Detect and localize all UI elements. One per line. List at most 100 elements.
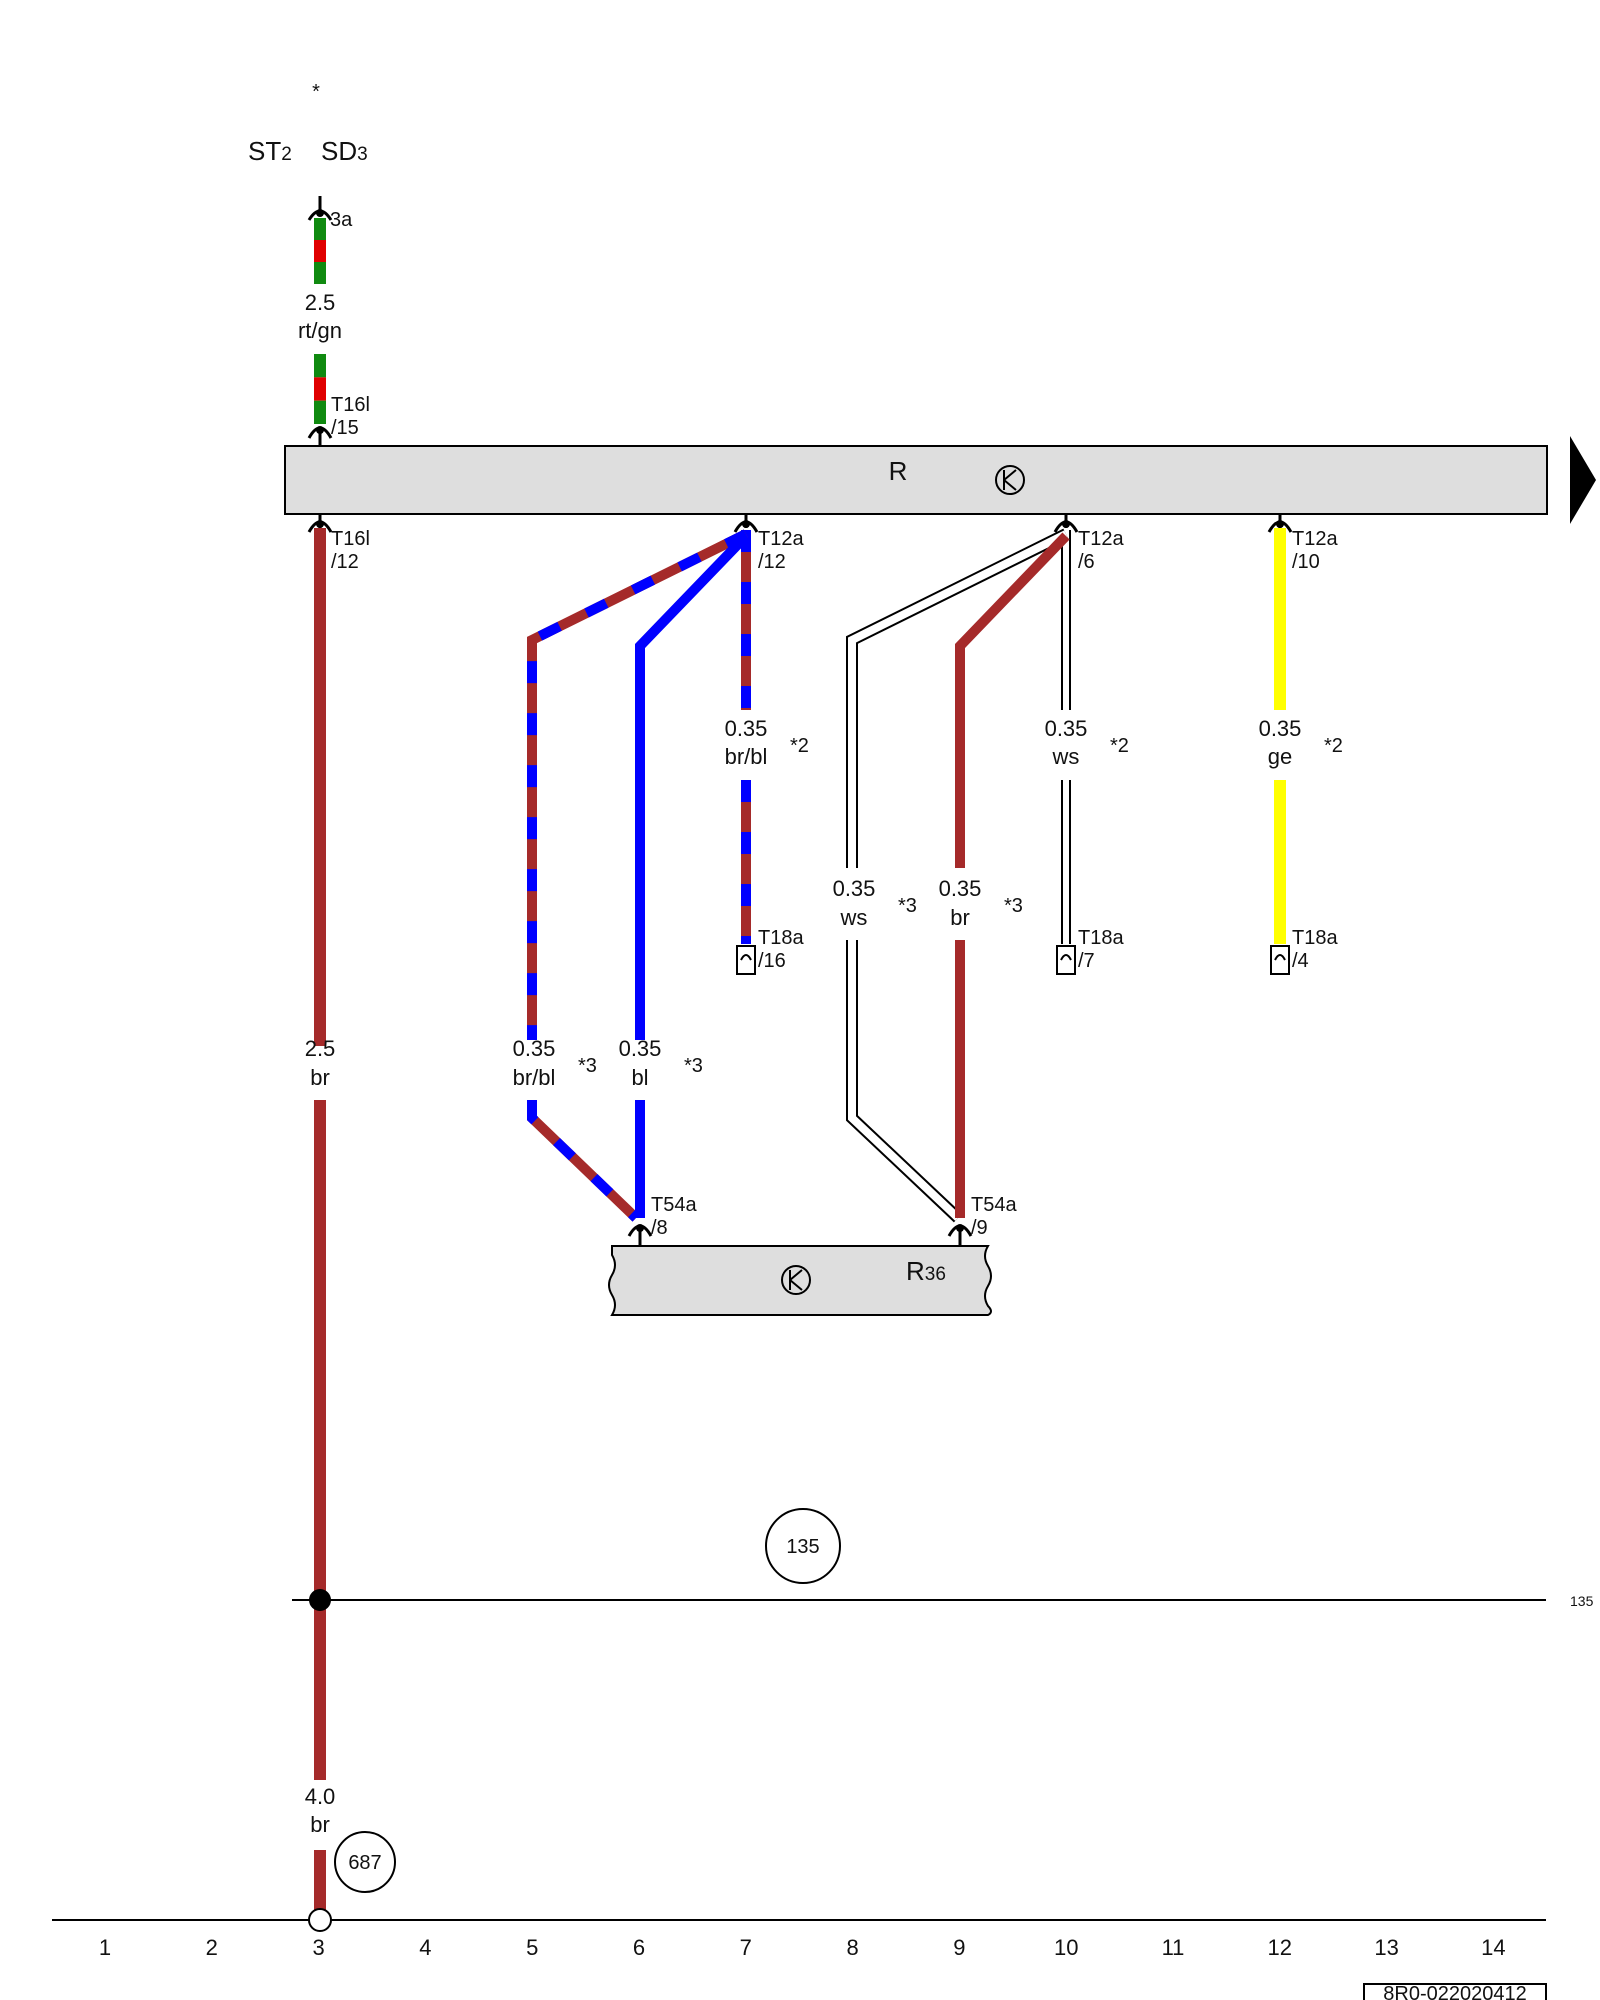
ground-bus-ref: 135 (1570, 1593, 1594, 1609)
label-st: ST2 (248, 136, 292, 166)
terminal-t18a-16-pin: /16 (758, 950, 786, 972)
grid-number: 2 (206, 1935, 218, 1960)
ground-point (308, 1908, 332, 1932)
wire-brbl-8-size: 0.35 (513, 1036, 556, 1061)
wire-bl-8-note: *3 (684, 1055, 703, 1077)
wire-brbl-12-size: 0.35 (725, 716, 768, 741)
wire-ws-9 (846, 528, 1069, 1223)
wire-brbl-8-color-code: br/bl (513, 1065, 556, 1090)
grid-number: 6 (633, 1935, 645, 1960)
connector-t16l-15-name: T16l (331, 394, 370, 416)
wire-ws-9-note: *3 (898, 895, 917, 917)
wire-br-9-size: 0.35 (939, 876, 982, 901)
grid-number: 10 (1054, 1935, 1078, 1960)
component-r-box (284, 445, 1548, 515)
connector-t54a-8-name: T54a (651, 1194, 697, 1216)
header-asterisk: * (312, 81, 320, 103)
connector-3a-label: 3a (330, 209, 353, 231)
main-wire-size: 2.5 (305, 1036, 336, 1061)
connector-t12a-10-name: T12a (1292, 528, 1338, 550)
transistor-icon (995, 465, 1025, 495)
ground-circle-687 (334, 1831, 396, 1893)
connector-t12a-6-pin: /6 (1078, 551, 1095, 573)
wire-ge-10-note: *2 (1324, 735, 1343, 757)
main-wire-color-code: br (310, 1065, 330, 1090)
connector-t54a-9-symbol (947, 1224, 973, 1246)
footer-code: 8R0-022020412 (1383, 1983, 1526, 2000)
terminal-t18a-16-name: T18a (758, 927, 804, 949)
wire-ge-10-color-code: ge (1268, 744, 1292, 769)
bottom-wire-size: 4.0 (305, 1784, 336, 1809)
grid-number: 4 (419, 1935, 431, 1960)
wire-br-9 (955, 532, 1070, 1218)
connector-3a-symbol (307, 196, 333, 221)
bottom-wire-br (314, 1850, 326, 1914)
grid-number: 1 (99, 1935, 111, 1960)
wire-br-9-note: *3 (1004, 895, 1023, 917)
connector-t54a-9-pin: /9 (971, 1217, 988, 1239)
bottom-wire-color-code: br (310, 1812, 330, 1837)
connector-t16l-15-pin: /15 (331, 417, 359, 439)
grid-number: 12 (1268, 1935, 1292, 1960)
connector-t54a-8-symbol (627, 1224, 653, 1246)
terminal-t18a-4-name: T18a (1292, 927, 1338, 949)
wire-ge-10-size: 0.35 (1259, 716, 1302, 741)
component-r-label: R (889, 456, 908, 486)
label-sd: SD3 (321, 136, 368, 166)
wire-brbl-12-note: *2 (790, 735, 809, 757)
connector-t16l-12-pin: /12 (331, 551, 359, 573)
wire-ws-9-size: 0.35 (833, 876, 876, 901)
connector-t54a-9-name: T54a (971, 1194, 1017, 1216)
continuation-arrow-icon (1570, 436, 1596, 524)
junction-dot (309, 1589, 331, 1611)
terminal-t18a-4-pin: /4 (1292, 950, 1309, 972)
wire-brbl-8-note: *3 (578, 1055, 597, 1077)
wire-ws-6-note: *2 (1110, 735, 1129, 757)
top-wire-segment (314, 400, 326, 424)
wire-ws-6-size: 0.35 (1045, 716, 1088, 741)
terminal-t18a-7-name: T18a (1078, 927, 1124, 949)
wire-bl-8-size: 0.35 (619, 1036, 662, 1061)
wire-ws-9-color-code: ws (840, 905, 868, 930)
top-wire-color-code: rt/gn (298, 318, 342, 343)
connector-t12a-12-name: T12a (758, 528, 804, 550)
wire-bl-8-color-code: bl (631, 1065, 648, 1090)
top-wire-segment (314, 262, 326, 284)
wire-bl-8 (635, 532, 750, 1218)
connector-t12a-6-name: T12a (1078, 528, 1124, 550)
ground-circle-135 (765, 1508, 841, 1584)
top-wire-segment (314, 218, 326, 240)
connectors-below-r (307, 514, 1293, 533)
grid-number: 11 (1162, 1935, 1185, 1960)
r36-transistor-icon (781, 1265, 811, 1295)
grid-number: 7 (740, 1935, 752, 1960)
ground-circle-135-label: 135 (786, 1536, 819, 1558)
top-wire-rtgn (314, 218, 326, 424)
connector-t12a-10-pin: /10 (1292, 551, 1320, 573)
top-wire-segment (314, 377, 326, 401)
grid-number: 9 (953, 1935, 965, 1960)
connector-pin-dot (1062, 520, 1070, 528)
terminal-t18a-7-symbol (1056, 945, 1076, 975)
grid-number: 14 (1481, 1935, 1505, 1960)
grid-number: 13 (1374, 1935, 1398, 1960)
connector-pin-dot (742, 520, 750, 528)
footer-code-box (1363, 1983, 1547, 2000)
grid-number: 3 (312, 1935, 324, 1960)
top-wire-segment (314, 354, 326, 378)
connector-t16l-12-name: T16l (331, 528, 370, 550)
wire-ws-6-color-code: ws (1052, 744, 1080, 769)
component-r36-box (608, 1245, 992, 1316)
connector-t16l-15-symbol (307, 426, 333, 446)
wire-brbl-12-color-code: br/bl (725, 744, 768, 769)
ground-circle-687-label: 687 (348, 1852, 381, 1874)
top-wire-segment (314, 240, 326, 262)
grid-number: 8 (846, 1935, 858, 1960)
connector-t12a-12-pin: /12 (758, 551, 786, 573)
top-wire-size: 2.5 (305, 290, 336, 315)
grid-number: 5 (526, 1935, 538, 1960)
wire-brbl-12-to-t54a (527, 529, 749, 1222)
terminal-t18a-16-symbol (736, 945, 756, 975)
terminal-t18a-7-pin: /7 (1078, 950, 1095, 972)
